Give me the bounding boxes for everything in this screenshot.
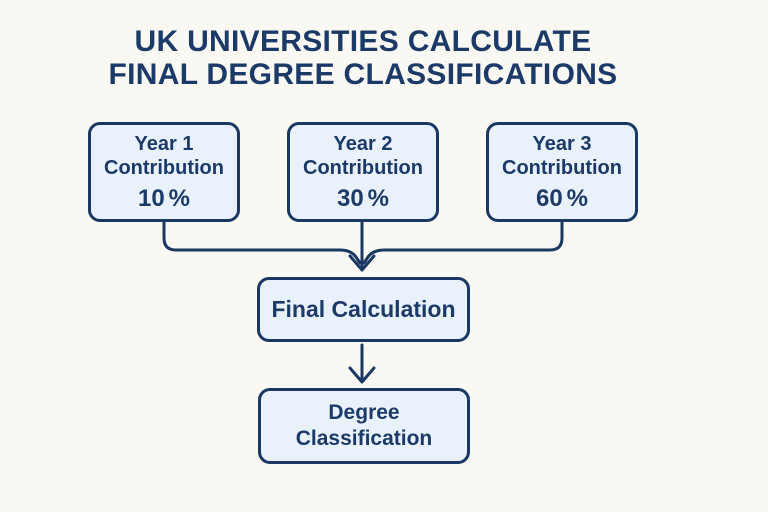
flow-node-year2-contribution: Year 2 Contribution 30%	[287, 122, 439, 222]
year3-percentage: 60%	[536, 186, 588, 212]
percent-value: 10	[137, 185, 165, 212]
year2-label-line2: Contribution	[303, 157, 423, 179]
year2-label-line1: Year 2	[333, 133, 393, 155]
percent-sign: %	[566, 185, 589, 212]
year1-to-merge-connector	[162, 220, 362, 265]
percent-sign: %	[168, 185, 191, 212]
degree-label-line2: Classification	[295, 427, 433, 450]
title-line-2: FINAL DEGREE CLASSIFICATIONS	[108, 58, 618, 91]
percent-value: 60	[535, 185, 563, 212]
year3-label-line1: Year 3	[532, 133, 592, 155]
percent-value: 30	[336, 185, 364, 212]
flow-node-year1-contribution: Year 1 Contribution 10%	[88, 122, 240, 222]
merge-arrowhead-icon	[348, 254, 376, 272]
year1-label-line1: Year 1	[134, 133, 194, 155]
final-calculation-label: Final Calculation	[271, 296, 456, 322]
year3-label-line2: Contribution	[502, 157, 622, 179]
degree-label-line1: Degree	[328, 401, 400, 424]
title-line-1: UK UNIVERSITIES CALCULATE	[134, 25, 592, 58]
percent-sign: %	[367, 185, 390, 212]
flow-node-year3-contribution: Year 3 Contribution 60%	[486, 122, 638, 222]
year1-percentage: 10%	[138, 186, 190, 212]
final-to-degree-arrowhead-icon	[348, 366, 376, 384]
page-title: UK UNIVERSITIES CALCULATE FINAL DEGREE C…	[0, 25, 726, 91]
year2-percentage: 30%	[337, 186, 389, 212]
year1-label-line2: Contribution	[104, 157, 224, 179]
flow-node-final-calculation: Final Calculation	[257, 277, 470, 342]
flow-node-degree-classification: Degree Classification	[258, 388, 470, 464]
year3-to-merge-connector	[362, 220, 564, 265]
